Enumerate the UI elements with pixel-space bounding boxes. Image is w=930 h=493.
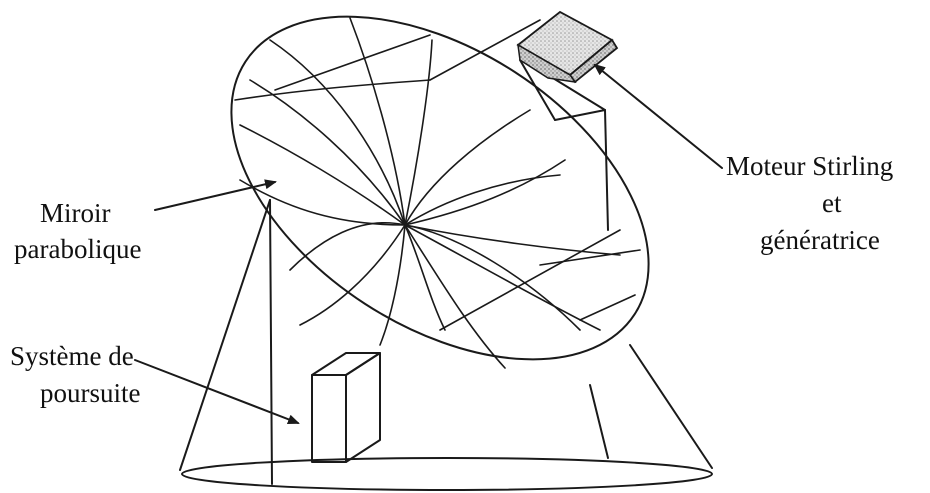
support-structure	[180, 200, 712, 484]
tracking-arrow	[135, 360, 298, 423]
engine-arrow	[595, 65, 722, 168]
label-engine-line3: génératrice	[760, 225, 880, 255]
label-mirror-line2: parabolique	[14, 234, 141, 264]
parabolic-mirror	[170, 0, 709, 430]
label-tracking-line1: Système de	[10, 341, 134, 371]
label-engine-line2: et	[822, 188, 842, 218]
tracking-system-box	[312, 353, 380, 462]
label-engine-line1: Moteur Stirling	[726, 151, 893, 181]
label-mirror-line1: Miroir	[40, 198, 111, 228]
label-tracking-line2: poursuite	[40, 378, 141, 408]
base-ellipse	[182, 458, 712, 490]
